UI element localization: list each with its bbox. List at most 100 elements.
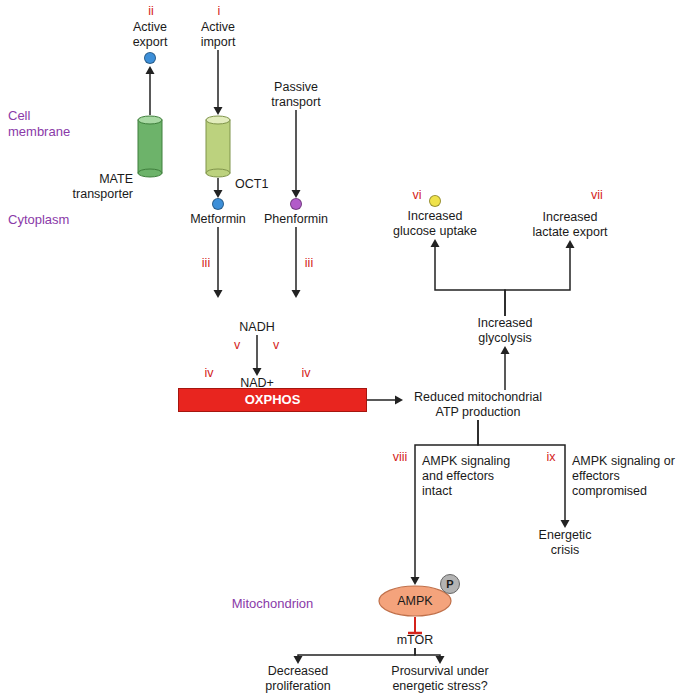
label-position: iii xyxy=(301,256,317,271)
callout-number: iii xyxy=(198,256,214,271)
process-label: mTOR xyxy=(390,633,440,648)
transporter-shape xyxy=(205,115,231,178)
glucose-import-arrow xyxy=(431,95,440,193)
lactate-export-arrow xyxy=(566,55,575,206)
edge-label-position: AMPK signaling and effectors intact xyxy=(422,454,512,499)
process-text: NAD+ xyxy=(235,376,279,391)
process-text: Energetic crisis xyxy=(533,528,597,558)
process-text: Decreased proliferation xyxy=(256,664,340,694)
process-label: Active export xyxy=(124,20,176,50)
transporter-label: OCT1 xyxy=(235,177,275,192)
process-text: Phenformin xyxy=(258,198,334,227)
label-position: viii xyxy=(388,450,412,465)
process-text: mTOR xyxy=(390,633,440,648)
process-text: NADH xyxy=(235,320,279,335)
edge-label-position: AMPK signaling or effectors compromised xyxy=(572,454,676,499)
lactate-transporter xyxy=(557,115,583,178)
callout-number: vii xyxy=(586,188,608,203)
connector-arrow xyxy=(411,420,479,585)
molecule-dot xyxy=(290,198,302,210)
process-label: Active import xyxy=(192,20,244,50)
edge-label: AMPK signaling and effectors intact xyxy=(422,454,512,499)
connector-arrow xyxy=(501,346,510,390)
mitochondrion-outline xyxy=(165,298,380,595)
mitochondrion: MitochondrionOXPHOSNADHNAD+ xyxy=(165,298,380,595)
glucose-transporter xyxy=(422,115,448,178)
process-label: Phenformin xyxy=(258,212,334,227)
transporter-label: MATE transporter xyxy=(65,172,133,202)
callout-number: v xyxy=(232,338,242,353)
molecule-dot xyxy=(429,195,441,207)
process-label: Reduced mitochondrial ATP production xyxy=(403,390,553,420)
phospho-label: P xyxy=(441,575,459,593)
transporter-cylinder: MATE transporter xyxy=(137,115,163,178)
process-label: Increased glucose uptake xyxy=(387,209,483,239)
organelle-label: Mitochondrion xyxy=(165,596,380,612)
label-position: iv xyxy=(300,366,312,381)
process-text: Increased lactate export xyxy=(524,210,616,240)
region-label: Cytoplasm xyxy=(8,212,88,228)
connector-arrow xyxy=(253,335,262,376)
label-position: i xyxy=(211,4,227,19)
label-position: iv xyxy=(203,366,215,381)
label-position: Cell membrane xyxy=(8,108,78,139)
connector-arrow xyxy=(431,239,506,316)
process-label: Increased lactate export xyxy=(524,210,616,240)
label-position: Cytoplasm xyxy=(8,212,88,228)
process-text: Active import xyxy=(192,20,244,50)
cell-membrane xyxy=(0,141,685,147)
cytoplasm-region xyxy=(0,144,685,697)
transporter-shape xyxy=(137,115,163,178)
process-label: NAD+ xyxy=(235,376,279,391)
process-text: Passive transport xyxy=(265,80,327,110)
connector-arrow xyxy=(505,240,575,316)
connector-arrow xyxy=(214,178,223,198)
connector-arrow xyxy=(408,617,422,633)
molecule-dot xyxy=(144,52,156,64)
process-label: Decreased proliferation xyxy=(256,664,340,694)
label-position: ix xyxy=(541,450,561,465)
box-label: OXPHOS xyxy=(179,389,366,411)
process-text: Metformin xyxy=(183,198,253,227)
region-label: Cell membrane xyxy=(8,108,78,139)
phospho-circle: P xyxy=(440,574,460,594)
extracellular-space xyxy=(0,0,685,144)
process-text: Prosurvival under energetic stress? xyxy=(378,664,502,694)
callout-number: iv xyxy=(300,366,312,381)
oxphos-box: OXPHOS xyxy=(178,388,367,412)
callout-number: vi xyxy=(408,188,426,203)
process-text: Active export xyxy=(124,20,176,66)
process-label: NADH xyxy=(235,320,279,335)
process-text: Increased glycolysis xyxy=(470,316,540,346)
callout-number: viii xyxy=(388,450,412,465)
label-position: ii xyxy=(143,4,159,19)
label-position: v xyxy=(232,338,242,353)
process-label: Prosurvival under energetic stress? xyxy=(378,664,502,694)
callout-number: v xyxy=(271,338,281,353)
connector-arrow xyxy=(214,227,223,298)
connector-arrow xyxy=(294,648,416,664)
edge-label: AMPK signaling or effectors compromised xyxy=(572,454,676,499)
process-label: Increased glycolysis xyxy=(470,316,540,346)
connector-arrow xyxy=(415,648,445,664)
process-text: Reduced mitochondrial ATP production xyxy=(403,390,553,420)
label-position: v xyxy=(271,338,281,353)
callout-number: ix xyxy=(541,450,561,465)
label-position: vii xyxy=(586,188,608,203)
connector-arrow xyxy=(214,50,223,115)
process-label: Metformin xyxy=(183,212,253,227)
transporter-cylinder: OCT1 xyxy=(205,115,231,178)
label-position: iii xyxy=(198,256,214,271)
transport-line xyxy=(149,178,151,196)
connector-arrow xyxy=(292,227,301,298)
callout-number: i xyxy=(211,4,227,19)
process-label: Energetic crisis xyxy=(533,528,597,558)
label-position: vi xyxy=(408,188,426,203)
process-label: Passive transport xyxy=(265,80,327,110)
process-text: Increased glucose uptake xyxy=(387,195,483,239)
molecule-dot xyxy=(212,198,224,210)
connector-arrow xyxy=(367,396,403,405)
